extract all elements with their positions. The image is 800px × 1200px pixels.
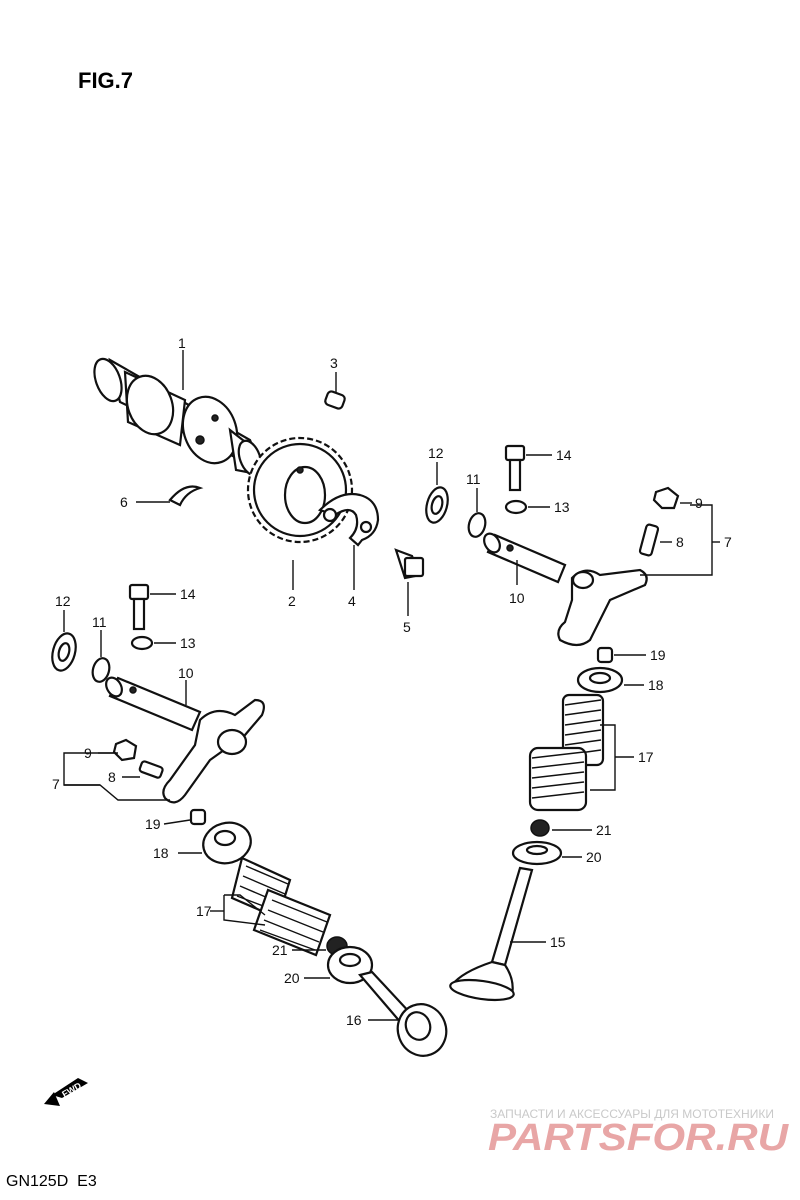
label-20-left: 20: [284, 970, 300, 986]
label-17-left: 17: [196, 903, 212, 919]
label-10-upper: 10: [509, 590, 525, 606]
nut-part: [112, 738, 138, 762]
watermark-tagline: ЗАПЧАСТИ И АКСЕССУАРЫ ДЛЯ МОТОТЕХНИКИ: [490, 1107, 774, 1121]
spring-retainer-part: [202, 821, 252, 865]
retainer-plate-part: [317, 492, 380, 547]
label-9-upper: 9: [695, 495, 703, 511]
leader-line: [163, 819, 191, 825]
label-16: 16: [346, 1012, 362, 1028]
camshaft-part: [93, 357, 265, 477]
model-code: GN125D E3: [6, 1173, 97, 1190]
stem-seal-part: [530, 819, 550, 837]
label-13-upper: 13: [554, 499, 570, 515]
pin-part: [324, 390, 346, 410]
spring-seat-part: [511, 840, 563, 866]
label-7-lower: 7: [52, 776, 60, 792]
label-17-right: 17: [638, 749, 654, 765]
label-4: 4: [348, 593, 356, 609]
label-8-upper: 8: [676, 534, 684, 550]
bolt-part: [128, 583, 150, 631]
label-7-upper: 7: [724, 534, 732, 550]
label-14-lower: 14: [180, 586, 196, 602]
valve-cotter-part: [596, 646, 614, 664]
label-12-lower: 12: [55, 593, 71, 609]
washer-part: [504, 499, 528, 515]
label-15: 15: [550, 934, 566, 950]
rocker-arm-part: [557, 568, 648, 647]
label-18-left: 18: [153, 845, 169, 861]
washer-part: [425, 486, 449, 524]
label-13-lower: 13: [180, 635, 196, 651]
valve-cotter-part: [189, 808, 207, 826]
label-10-lower: 10: [178, 665, 194, 681]
valve-spring-part: [230, 856, 332, 957]
label-11-upper: 11: [466, 471, 481, 487]
forward-direction-arrow: FWD: [44, 1078, 88, 1106]
label-8-lower: 8: [108, 769, 116, 785]
adjuster-screw-part: [138, 760, 164, 779]
spring-retainer-part: [576, 666, 624, 694]
figure-title: FIG.7: [78, 68, 133, 93]
bracket-line: [640, 504, 713, 576]
rocker-arm-part: [162, 698, 265, 804]
label-6: 6: [120, 494, 128, 510]
label-11-lower: 11: [92, 614, 107, 630]
bolt-part: [394, 548, 425, 580]
label-21-right: 21: [596, 822, 612, 838]
washer-part: [51, 632, 77, 672]
nut-part: [652, 486, 680, 510]
label-1: 1: [178, 335, 186, 351]
washer-part: [130, 635, 154, 651]
intake-valve-part: [358, 970, 448, 1057]
label-12-upper: 12: [428, 445, 444, 461]
bracket-line: [223, 894, 266, 926]
label-3: 3: [330, 355, 338, 371]
adjuster-screw-part: [638, 523, 660, 557]
label-5: 5: [403, 619, 411, 635]
o-ring-part: [91, 657, 111, 683]
bolt-part: [504, 444, 526, 492]
valve-spring-part: [528, 693, 605, 812]
label-18-right: 18: [648, 677, 664, 693]
label-2: 2: [288, 593, 296, 609]
rocker-shaft-part: [483, 532, 567, 584]
label-14-upper: 14: [556, 447, 572, 463]
label-19-right: 19: [650, 647, 666, 663]
watermark-brand: PARTSFOR.RU: [488, 1117, 790, 1159]
clip-part: [168, 485, 204, 507]
label-19-left: 19: [145, 816, 161, 832]
label-21-left: 21: [272, 942, 288, 958]
sprocket-part: [246, 436, 354, 544]
rocker-shaft-part: [105, 676, 202, 732]
o-ring-part: [467, 512, 487, 538]
exhaust-valve-part: [449, 866, 534, 1002]
label-20-right: 20: [586, 849, 602, 865]
